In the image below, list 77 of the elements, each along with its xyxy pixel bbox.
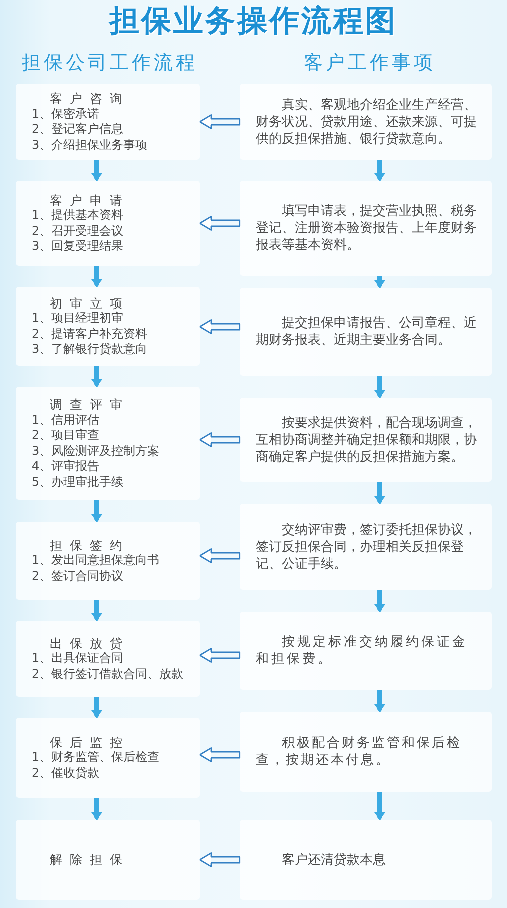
- list-item: 3、风险测评及控制方案: [32, 444, 160, 459]
- arrow: [92, 366, 102, 387]
- arrow: [92, 798, 102, 820]
- arrow: [199, 432, 241, 448]
- description-box: [240, 181, 492, 276]
- arrow: [92, 500, 102, 522]
- description-box: [240, 712, 492, 792]
- step-box: [16, 522, 200, 600]
- step-heading: 客户申请: [50, 192, 130, 208]
- list-item: 4、评审报告: [32, 459, 100, 474]
- arrow: [199, 114, 241, 130]
- arrow: [92, 266, 102, 287]
- arrow: [374, 792, 386, 820]
- arrow: [92, 697, 102, 718]
- step-heading: 出保放贷: [50, 636, 130, 652]
- list-item: 2、项目审查: [32, 428, 100, 444]
- list-item: 2、签订合同协议: [32, 568, 124, 584]
- step-box: [16, 718, 200, 798]
- list-item: 5、办理审批手续: [32, 474, 124, 490]
- column-header: 客户工作事项: [304, 51, 436, 75]
- list-item: 1、发出同意担保意向书: [32, 553, 160, 569]
- description-box: [240, 612, 492, 690]
- description-text: 积极配合财务监管和保后检查，按期还本付息。: [256, 735, 463, 769]
- arrow: [199, 852, 241, 868]
- list-item: 1、财务监管、保后检查: [32, 750, 160, 766]
- arrow: [92, 160, 102, 181]
- description-text: 按规定标准交纳履约保证金和担保费。: [256, 634, 469, 668]
- list-item: 3、回复受理结果: [32, 239, 124, 254]
- arrow: [374, 590, 386, 612]
- step-box: [16, 387, 200, 500]
- description-box: [240, 820, 492, 900]
- list-item: 2、召开受理会议: [32, 224, 124, 239]
- column-header: 担保公司工作流程: [22, 51, 198, 75]
- description-box: [240, 288, 492, 376]
- list-item: 1、出具保证合同: [32, 651, 124, 667]
- arrow: [374, 160, 386, 181]
- list-item: 3、介绍担保业务事项: [32, 138, 148, 153]
- list-item: 2、登记客户信息: [32, 122, 124, 138]
- list-item: 2、催收贷款: [32, 766, 100, 782]
- arrow: [199, 320, 241, 334]
- step-box: [16, 621, 200, 697]
- list-item: 2、银行签订借款合同、放款: [32, 666, 184, 682]
- description-text: 提交担保申请报告、公司章程、近期财务报表、近期主要业务合同。: [256, 315, 478, 349]
- arrow: [374, 276, 386, 288]
- description-text: 真实、客观地介绍企业生产经营、财务状况、贷款用途、还款来源、可提供的反担保措施、银行贷款意向。: [256, 96, 478, 148]
- list-item: 2、提请客户补充资料: [32, 326, 148, 342]
- step-heading: 调查评审: [50, 397, 130, 412]
- list-item: 1、保密承诺: [32, 106, 100, 122]
- arrow: [374, 482, 386, 504]
- arrow: [199, 216, 241, 231]
- step-box: [16, 84, 200, 160]
- arrow: [374, 376, 386, 398]
- list-item: 1、信用评估: [32, 412, 100, 428]
- description-box: [240, 398, 492, 482]
- title: 担保业务操作流程图: [110, 4, 398, 40]
- list-item: 1、提供基本资料: [32, 208, 124, 224]
- arrow: [374, 690, 386, 712]
- step-box: [16, 820, 200, 900]
- description-box: [240, 504, 492, 590]
- step-heading: 客户咨询: [50, 91, 130, 106]
- list-item: 3、了解银行贷款意向: [32, 342, 148, 358]
- description-text: 交纳评审费，签订委托担保协议，签订反担保合同，办理相关反担保登记、公证手续。: [256, 522, 478, 572]
- arrow: [92, 600, 102, 621]
- description-text: 填写申请表，提交营业执照、税务登记、注册资本验资报告、上年度财务报表等基本资料。: [256, 203, 478, 254]
- step-box: [16, 287, 200, 366]
- arrow: [199, 648, 241, 663]
- step-heading: 解除担保: [50, 852, 130, 868]
- step-heading: 担保签约: [50, 538, 130, 554]
- description-text: 客户还清贷款本息: [281, 852, 386, 868]
- arrow: [199, 548, 241, 564]
- step-box: [16, 181, 200, 266]
- description-text: 按要求提供资料，配合现场调查，互相协商调整并确定担保额和期限，协商确定客户提供的反担保措施方案。: [256, 414, 478, 466]
- arrow: [199, 748, 241, 762]
- step-heading: 初审立项: [50, 296, 130, 311]
- list-item: 1、项目经理初审: [32, 311, 124, 326]
- step-heading: 保后监控: [50, 734, 130, 750]
- description-box: [240, 84, 492, 160]
